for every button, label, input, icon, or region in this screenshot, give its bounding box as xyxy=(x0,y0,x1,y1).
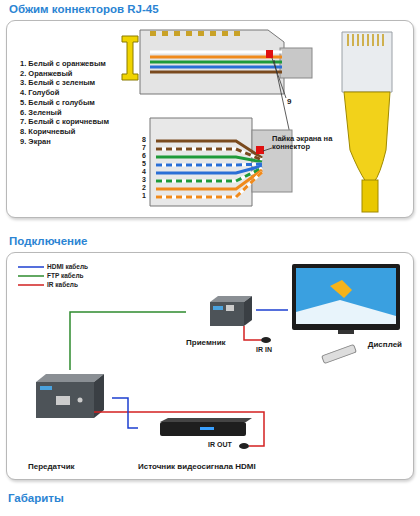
wire-color-item: 9. Экран xyxy=(20,138,51,146)
wire-color-item: 3. Белый с зеленым xyxy=(20,79,95,87)
pin-number: 4 xyxy=(142,168,146,176)
pin-number: 7 xyxy=(142,144,146,152)
pin-number: 1 xyxy=(142,192,146,200)
wire-color-item: 4. Голубой xyxy=(20,89,59,97)
wire-color-item: 2. Оранжевый xyxy=(20,70,72,78)
legend: HDMI кабельFTP кабель IR кабель xyxy=(18,262,88,289)
device-group: Дисплей xyxy=(288,262,402,350)
pin-number: 6 xyxy=(142,152,146,160)
legend-text: FTP кабель xyxy=(47,272,84,279)
section-heading: Обжим коннекторов RJ-45 xyxy=(9,3,159,15)
device-group: Передатчик xyxy=(28,370,112,472)
wire-color-item: 7. Белый с коричневым xyxy=(20,118,109,126)
device-group: Приемник xyxy=(186,294,256,348)
legend-row: FTP кабель xyxy=(18,271,88,280)
legend-line xyxy=(18,275,44,277)
legend-row: IR кабель xyxy=(18,280,88,289)
callout-number: 9 xyxy=(287,98,291,107)
signal-name: IR OUT xyxy=(208,441,232,449)
wire-color-item: 8. Коричневый xyxy=(20,128,75,136)
legend-line-sample xyxy=(18,282,44,288)
signal-name: IR IN xyxy=(256,346,272,354)
device-label: Дисплей xyxy=(368,341,402,350)
section-heading: Подключение xyxy=(9,235,88,247)
section-heading: Габариты xyxy=(8,492,64,505)
wire-color-item: 1. Белый с оранжевым xyxy=(20,60,106,68)
wire-color-item: 6. Зеленый xyxy=(20,109,62,117)
legend-line xyxy=(18,266,44,268)
legend-line xyxy=(18,284,44,286)
device-label: Приемник xyxy=(186,339,226,348)
pin-number: 2 xyxy=(142,184,146,192)
legend-line-sample xyxy=(18,273,44,279)
legend-row: HDMI кабель xyxy=(18,262,88,271)
device-label: Передатчик xyxy=(28,463,75,472)
device-label: Источник видеосигнала HDMI xyxy=(138,463,256,472)
callout-note: Пайка экрана на коннектор xyxy=(272,135,338,152)
pin-number: 8 xyxy=(142,136,146,144)
pin-number: 3 xyxy=(142,176,146,184)
wire-color-item: 5. Белый с голубым xyxy=(20,99,95,107)
legend-line-sample xyxy=(18,264,44,270)
pin-number: 5 xyxy=(142,160,146,168)
legend-text: IR кабель xyxy=(47,281,78,288)
legend-text: HDMI кабель xyxy=(47,263,88,270)
